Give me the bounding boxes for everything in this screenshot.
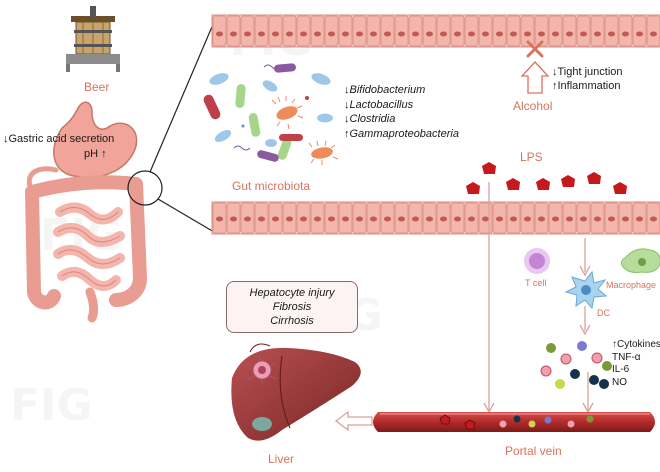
cytokine-item: NO [612,376,627,388]
liver-outcome-box: Hepatocyte injury Fibrosis Cirrhosis [226,281,358,333]
lps-label: LPS [520,150,543,164]
to-liver-arrow [334,410,373,432]
liver-label: Liver [268,452,295,466]
stomach-icon [53,101,138,179]
bacteria-change-item: ↓Clostridia [344,113,396,125]
liver-outcome-item: Cirrhosis [270,315,314,327]
t-cell-label: T cell [525,278,547,288]
alcohol-up-arrow [520,61,550,94]
portal-vein-icon [373,412,655,432]
portal-vein-label: Portal vein [505,444,562,458]
gut-microbiota-label: Gut microbiota [232,179,311,193]
gastric-acid-label: ↓Gastric acid secretion [3,133,115,145]
intestine-icon [25,175,147,323]
tight-junction-broken-icon [526,40,544,58]
lps-molecules [466,162,627,194]
zoom-circle [127,170,163,206]
cytokine-dots [540,341,612,389]
top-epithelium [211,14,660,48]
cytokine-item: ↑Cytokines [612,339,660,350]
beer-press-icon [66,6,120,72]
alcohol-label: Alcohol [513,99,553,113]
dc-label: DC [597,308,610,318]
ph-label: pH ↑ [84,148,107,160]
macrophage-label: Macrophage [606,280,657,290]
bacteria-change-item: ↓Lactobacillus [344,98,414,111]
gut-microbiota-icon [203,63,339,165]
bacteria-change-list: ↓Bifidobacterium ↓Lactobacillus ↓Clostri… [344,83,459,141]
cytokine-list: ↑Cytokines TNF-α IL-6 NO [612,339,660,389]
bacteria-change-item: ↑Gammaproteobacteria [344,127,459,140]
svg-text:FIG: FIG [10,380,93,431]
liver-outcome-item: Hepatocyte injury [249,287,335,299]
t-cell-icon [524,248,550,274]
cytokine-item: TNF-α [612,351,641,363]
flow-arrows [483,182,594,414]
liver-outcome-item: Fibrosis [272,301,312,313]
cytokine-item: IL-6 [612,364,630,375]
bacteria-change-item: ↓Bifidobacterium [344,84,426,96]
dc-icon [564,270,608,310]
bottom-epithelium [211,201,660,235]
barrier-effect-item: ↓Tight junction [552,66,623,78]
liver-icon [231,343,361,441]
barrier-effect-item: ↑Inflammation [552,80,621,92]
beer-label: Beer [84,80,110,94]
macrophage-icon [620,248,660,273]
barrier-effects-list: ↓Tight junction ↑Inflammation [552,65,623,93]
